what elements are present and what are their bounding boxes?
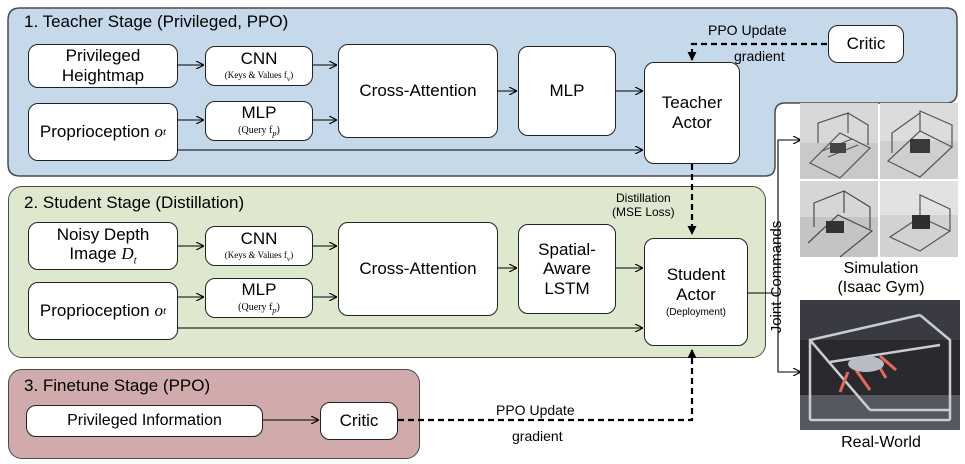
noisy-depth-image-box: Noisy Depth Image Dt: [28, 222, 178, 270]
finetune-critic-label: Critic: [339, 411, 379, 431]
teacher-cnn-sublabel: (Keys & Values fv): [224, 70, 294, 83]
teacher-cnn-box: CNN (Keys & Values fv): [205, 46, 313, 86]
spatial-aware-lstm-box: Spatial- Aware LSTM: [518, 224, 616, 314]
student-cnn-label: CNN: [240, 228, 278, 248]
student-mlp-query-label: MLP: [241, 280, 277, 300]
teacher-cnn-label: CNN: [240, 48, 278, 68]
simulation-caption: Simulation (Isaac Gym): [837, 260, 925, 297]
spatial-aware-lstm-label: Spatial- Aware LSTM: [538, 239, 596, 298]
dashed-ppo-update-teacher: [687, 42, 827, 61]
teacher-critic-label: Critic: [846, 34, 886, 54]
student-proprio-symbol: o: [154, 301, 164, 321]
teacher-mlp-label: MLP: [549, 81, 585, 101]
teacher-mlp-query-sublabel: (Query fp): [238, 124, 280, 138]
dashed-ppo-update-finetune: [398, 349, 697, 422]
student-cnn-box: CNN (Keys & Values fv): [205, 226, 313, 266]
real-world-caption: Real-World: [841, 434, 921, 451]
student-mlp-query-box: MLP (Query fp): [205, 278, 313, 318]
real-world-image: [800, 300, 960, 430]
distillation-label: Distillation (MSE Loss): [612, 191, 675, 220]
privileged-heightmap-box: Privileged Heightmap: [28, 44, 178, 88]
student-mlp-query-sublabel: (Query fp): [238, 301, 280, 315]
finetune-critic-box: Critic: [320, 402, 398, 440]
privileged-information-box: Privileged Information: [26, 405, 263, 437]
teacher-mlp-query-label: MLP: [241, 103, 277, 123]
finetune-ppo-update-label: PPO Update: [496, 402, 575, 418]
teacher-proprio-symbol: o: [154, 122, 164, 142]
simulation-images: [800, 103, 958, 258]
student-actor-box: Student Actor (Deployment): [644, 238, 748, 346]
sim-image-4: [880, 181, 958, 257]
teacher-proprioception-label: Proprioception: [39, 122, 150, 142]
student-actor-label: Student Actor: [666, 265, 726, 304]
teacher-ppo-update-label: PPO Update: [708, 22, 787, 38]
student-cross-attention-label: Cross-Attention: [359, 259, 477, 279]
joint-commands-label: Joint Commands: [768, 220, 785, 334]
teacher-cross-attention-label: Cross-Attention: [359, 81, 477, 101]
finetune-stage-title: 3. Finetune Stage (PPO): [24, 376, 211, 395]
student-proprio-subscript: t: [163, 304, 167, 317]
sim-image-3: [800, 181, 878, 258]
arrow-joint-commands: [748, 140, 800, 294]
teacher-gradient-label: gradient: [734, 48, 785, 64]
sim-image-1: [800, 103, 878, 179]
student-proprioception-label: Proprioception: [39, 301, 150, 321]
sim-image-2: [880, 103, 958, 179]
teacher-actor-label: Teacher Actor: [661, 93, 723, 132]
privileged-information-label: Privileged Information: [67, 411, 222, 429]
teacher-mlp-query-box: MLP (Query fp): [205, 101, 313, 141]
student-cnn-sublabel: (Keys & Values fv): [224, 250, 294, 263]
teacher-cross-attention-box: Cross-Attention: [338, 44, 498, 138]
student-stage-title: 2. Student Stage (Distillation): [24, 193, 245, 212]
arrow-joint-commands-real: [777, 293, 800, 372]
student-actor-note: (Deployment): [665, 307, 727, 319]
noisy-depth-image-label: Noisy Depth Image Dt: [56, 224, 150, 267]
teacher-mlp-box: MLP: [518, 46, 616, 136]
teacher-proprio-subscript: t: [163, 125, 167, 138]
teacher-actor-box: Teacher Actor: [644, 62, 740, 164]
teacher-stage-title: 1. Teacher Stage (Privileged, PPO): [24, 12, 289, 31]
finetune-gradient-label: gradient: [512, 428, 563, 444]
teacher-critic-box: Critic: [828, 25, 904, 63]
privileged-heightmap-label: Privileged Heightmap: [61, 46, 145, 85]
student-cross-attention-box: Cross-Attention: [338, 222, 498, 316]
